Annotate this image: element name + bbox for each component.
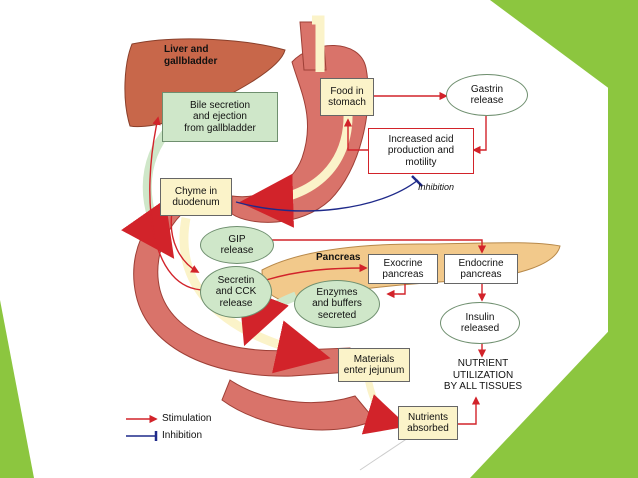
enzyme-flow-arrow [238, 285, 298, 347]
food-flow-arrow-stomach [239, 109, 353, 228]
bile-secretion-box: Bile secretion and ejection from gallbla… [162, 92, 278, 142]
stim-arrow-absorbed-utilization [456, 396, 481, 425]
chyme-in-duodenum-box: Chyme in duodenum [160, 178, 232, 216]
food-flow-arrow-esophagus [312, 15, 325, 72]
legend-stimulation-label: Stimulation [162, 413, 212, 424]
liver-label: Liver and gallbladder [164, 44, 218, 67]
endocrine-pancreas-box: Endocrine pancreas [444, 254, 518, 284]
stim-arrow-duodenum-secretin [170, 211, 200, 273]
inhibition-bar [411, 175, 423, 187]
pancreas-label: Pancreas [316, 252, 361, 263]
green-corner-bottom-left [0, 300, 34, 478]
stim-arrow-gastrin-acid [472, 116, 487, 155]
green-corner-bottom-right [470, 300, 638, 478]
intestine-lower-shape [221, 379, 376, 431]
nutrient-utilization-label: NUTRIENT UTILIZATION BY ALL TISSUES [443, 358, 523, 392]
insulin-released-oval: Insulin released [440, 302, 520, 344]
enzymes-buffers-oval: Enzymes and buffers secreted [294, 280, 380, 328]
stim-arrow-secretin-bile [149, 116, 206, 291]
exocrine-pancreas-box: Exocrine pancreas [368, 254, 438, 284]
food-in-stomach-box: Food in stomach [320, 78, 374, 116]
gastrin-release-oval: Gastrin release [446, 74, 528, 116]
jejunum-flow-arrow [361, 377, 409, 435]
stim-arrow-exocrine-enzymes [386, 282, 406, 299]
secretin-cck-oval: Secretin and CCK release [200, 266, 272, 318]
stim-arrow-secretin-exocrine [265, 263, 368, 281]
increased-acid-box: Increased acid production and motility [368, 128, 474, 174]
inhibition-line [235, 179, 419, 212]
bile-flow-arrow [121, 124, 175, 259]
materials-jejunum-box: Materials enter jejunum [338, 348, 410, 382]
nutrients-absorbed-box: Nutrients absorbed [398, 406, 458, 440]
gip-release-oval: GIP release [200, 226, 274, 264]
legend-inhibition-label: Inhibition [162, 430, 203, 441]
stim-arrow-acid-food [343, 118, 368, 151]
green-corner-top-right [490, 0, 638, 110]
stim-arrow-gip [272, 239, 487, 254]
inhibition-label: Inhibition [418, 182, 455, 192]
